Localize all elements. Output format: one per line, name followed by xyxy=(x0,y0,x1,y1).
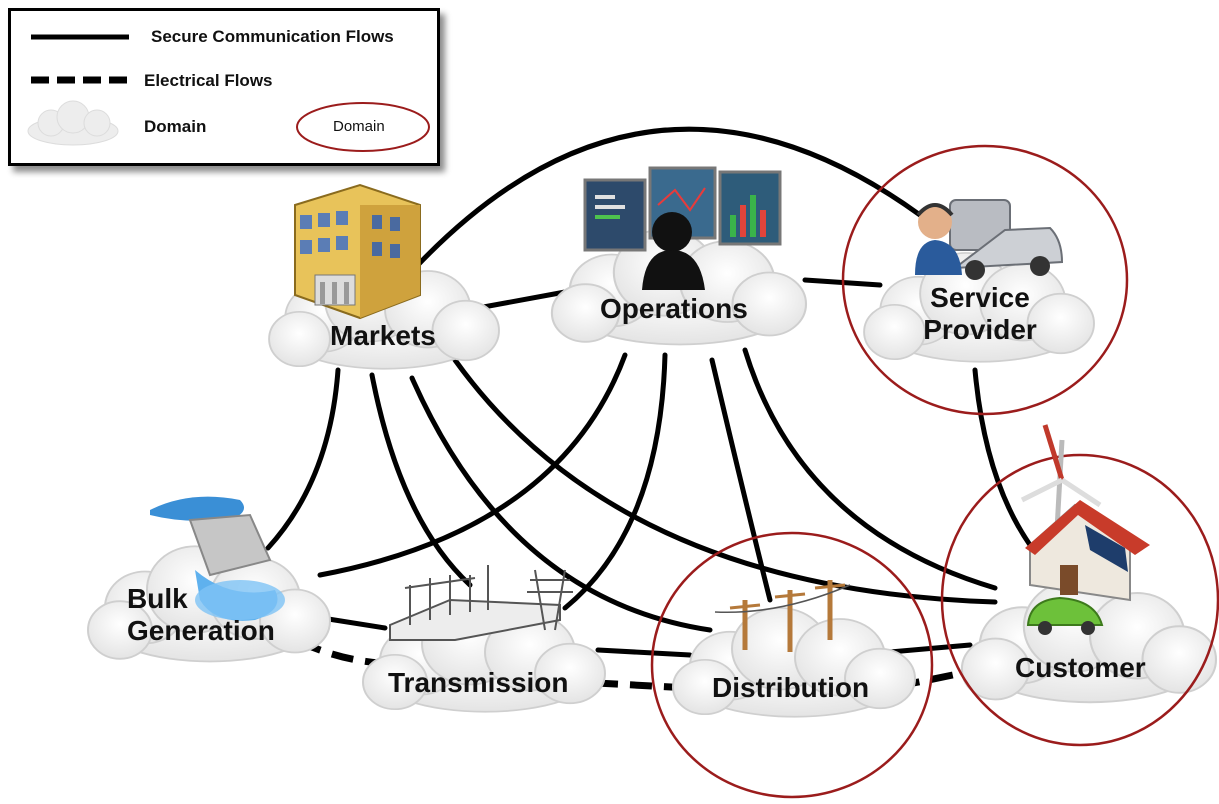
legend-domain-oval xyxy=(296,102,430,152)
flow-operations-transmission xyxy=(562,352,668,611)
flow-markets-transmission xyxy=(369,372,473,588)
legend: Secure Communication Flows Electrical Fl… xyxy=(8,8,440,166)
flow-transmission-distribution-comm xyxy=(595,647,693,658)
control-room-icon xyxy=(583,166,782,290)
legend-secure-label: Secure Communication Flows xyxy=(151,27,394,46)
technician-truck-icon xyxy=(915,199,1064,280)
utility-pole-icon xyxy=(714,580,851,652)
node-label-markets: Markets xyxy=(330,320,436,351)
node-label-distribution: Distribution xyxy=(712,672,870,703)
cloud-customer xyxy=(960,579,1218,704)
legend-swatches xyxy=(27,34,430,152)
legend-domain-oval-label: Domain xyxy=(333,118,385,135)
flow-markets-bulk xyxy=(265,367,341,551)
flow-bulk-transmission-comm xyxy=(319,615,388,631)
flow-markets-service xyxy=(412,126,923,271)
building-icon xyxy=(294,183,421,320)
domain-ring-customer xyxy=(940,453,1219,747)
legend-domain-label: Domain xyxy=(144,117,207,136)
node-label-customer: Customer xyxy=(1015,652,1146,683)
flow-operations-distribution xyxy=(709,357,773,603)
legend-cloud-swatch xyxy=(27,100,119,146)
node-label-bulk-line1: Bulk xyxy=(127,583,188,614)
secure-flows xyxy=(265,126,1033,658)
flow-operations-customer xyxy=(742,347,998,591)
node-label-transmission: Transmission xyxy=(388,667,569,698)
flow-markets-distribution xyxy=(409,375,713,633)
substation-icon xyxy=(389,565,573,641)
domain-ring-service-provider xyxy=(841,144,1129,416)
node-label-bulk-generation: Bulk Generation xyxy=(127,583,275,647)
node-label-service-provider: Service Provider xyxy=(920,282,1040,346)
flow-markets-operations xyxy=(475,289,568,311)
node-label-bulk-line2: Generation xyxy=(127,615,275,646)
node-label-service-line1: Service xyxy=(930,282,1030,313)
node-label-operations: Operations xyxy=(600,293,748,324)
node-label-service-line2: Provider xyxy=(923,314,1037,345)
domain-ring-distribution xyxy=(650,531,934,799)
flow-service-customer xyxy=(972,367,1033,548)
legend-electrical-label: Electrical Flows xyxy=(144,71,273,90)
flow-operations-bulk xyxy=(317,352,628,578)
house-wind-solar-icon xyxy=(1020,424,1150,635)
flow-markets-customer xyxy=(452,357,998,605)
dam-icon xyxy=(150,496,285,621)
